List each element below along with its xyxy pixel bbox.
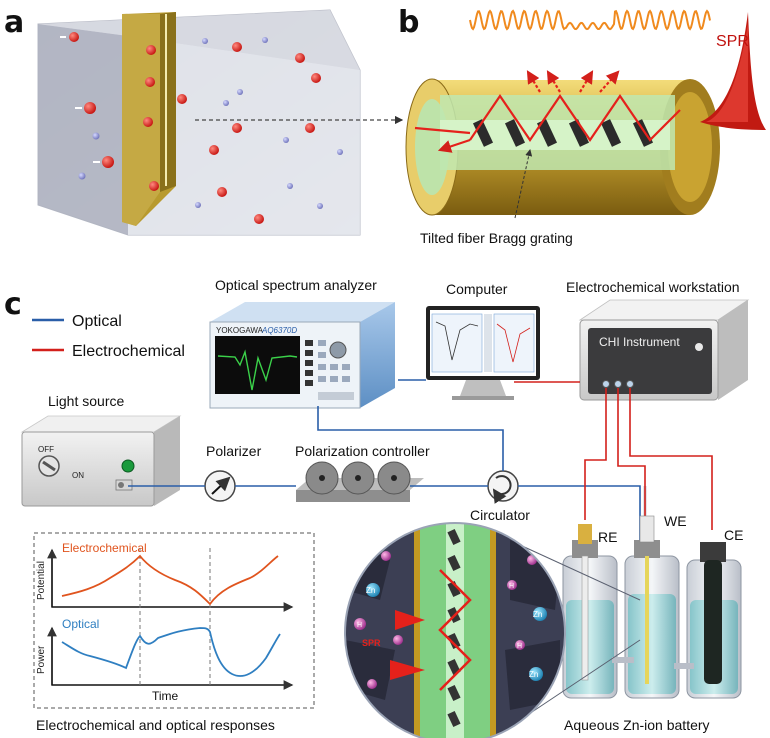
power-axis-label: Power xyxy=(36,645,47,674)
panel-letter-a: a xyxy=(4,5,24,40)
legend-optical-label: Optical xyxy=(72,313,122,330)
responses-caption: Electrochemical and optical responses xyxy=(36,717,275,733)
zoom-line-top xyxy=(519,544,641,601)
panel-letter-c: c xyxy=(4,287,22,322)
magnified-inset-border xyxy=(344,522,566,738)
electrode-re-label: RE xyxy=(598,529,617,545)
optical-connections xyxy=(128,379,641,540)
circulator-title: Circulator xyxy=(470,507,530,523)
fiber-cylinder xyxy=(405,78,720,216)
computer-monitor xyxy=(426,306,540,400)
magnified-inset xyxy=(345,523,565,738)
osa-brand: YOKOGAWA xyxy=(216,326,264,335)
osa-title: Optical spectrum analyzer xyxy=(215,277,377,293)
panel-letter-b: b xyxy=(398,5,419,40)
computer-title: Computer xyxy=(446,281,508,297)
optical-curve-label: Optical xyxy=(62,617,99,631)
inset-zn-label-3: Zn xyxy=(529,670,538,679)
electrochemical-connections xyxy=(514,381,713,530)
optical-spectrum-analyzer xyxy=(209,302,395,409)
responses-box xyxy=(33,532,315,709)
battery-caption: Aqueous Zn-ion battery xyxy=(564,717,710,733)
workstation-screen-label: CHI Instrument xyxy=(599,335,680,349)
optical-curve xyxy=(61,627,281,677)
grating-label: Tilted fiber Bragg grating xyxy=(420,230,573,246)
polarizer xyxy=(204,470,236,502)
inset-h-label-3: H xyxy=(517,643,522,650)
switch-on-label: ON xyxy=(72,471,84,480)
grating-planes xyxy=(472,119,654,147)
spr-wave-shape xyxy=(700,12,766,130)
electrochemical-curve xyxy=(61,554,279,606)
spectrum-wave xyxy=(469,9,711,31)
inset-zn-label-1: Zn xyxy=(366,586,375,595)
time-axis-label: Time xyxy=(152,689,179,703)
polarizer-title: Polarizer xyxy=(206,443,262,459)
polarization-controller xyxy=(296,461,424,502)
electrode-ce-label: CE xyxy=(724,527,743,543)
grating-pointer xyxy=(514,149,533,219)
switch-off-label: OFF xyxy=(38,445,54,454)
workstation-title: Electrochemical workstation xyxy=(566,279,740,295)
zoom-line-bottom xyxy=(519,639,641,721)
spr-label-b: SPR xyxy=(716,33,749,50)
legend-electrochemical-label: Electrochemical xyxy=(72,343,185,360)
battery-cells xyxy=(562,515,742,699)
inset-h-label-2: H xyxy=(509,583,514,590)
electrochemical-workstation xyxy=(578,299,750,401)
electrolyte-box xyxy=(37,9,361,236)
responses-axes xyxy=(47,548,294,690)
polarization-controller-title: Polarization controller xyxy=(295,443,430,459)
circulator xyxy=(487,470,519,504)
light-rays xyxy=(414,70,681,153)
light-source xyxy=(20,415,182,507)
osa-model: AQ6370D xyxy=(261,326,297,335)
inset-zn-label-2: Zn xyxy=(533,610,542,619)
potential-axis-label: Potential xyxy=(36,561,47,600)
electrochemical-curve-label: Electrochemical xyxy=(62,541,147,555)
inset-spr-label: SPR xyxy=(362,638,381,648)
electrode-we-label: WE xyxy=(664,513,687,529)
inset-h-label-1: H xyxy=(357,622,362,629)
light-source-title: Light source xyxy=(48,393,124,409)
ions-panel-a xyxy=(60,32,343,224)
